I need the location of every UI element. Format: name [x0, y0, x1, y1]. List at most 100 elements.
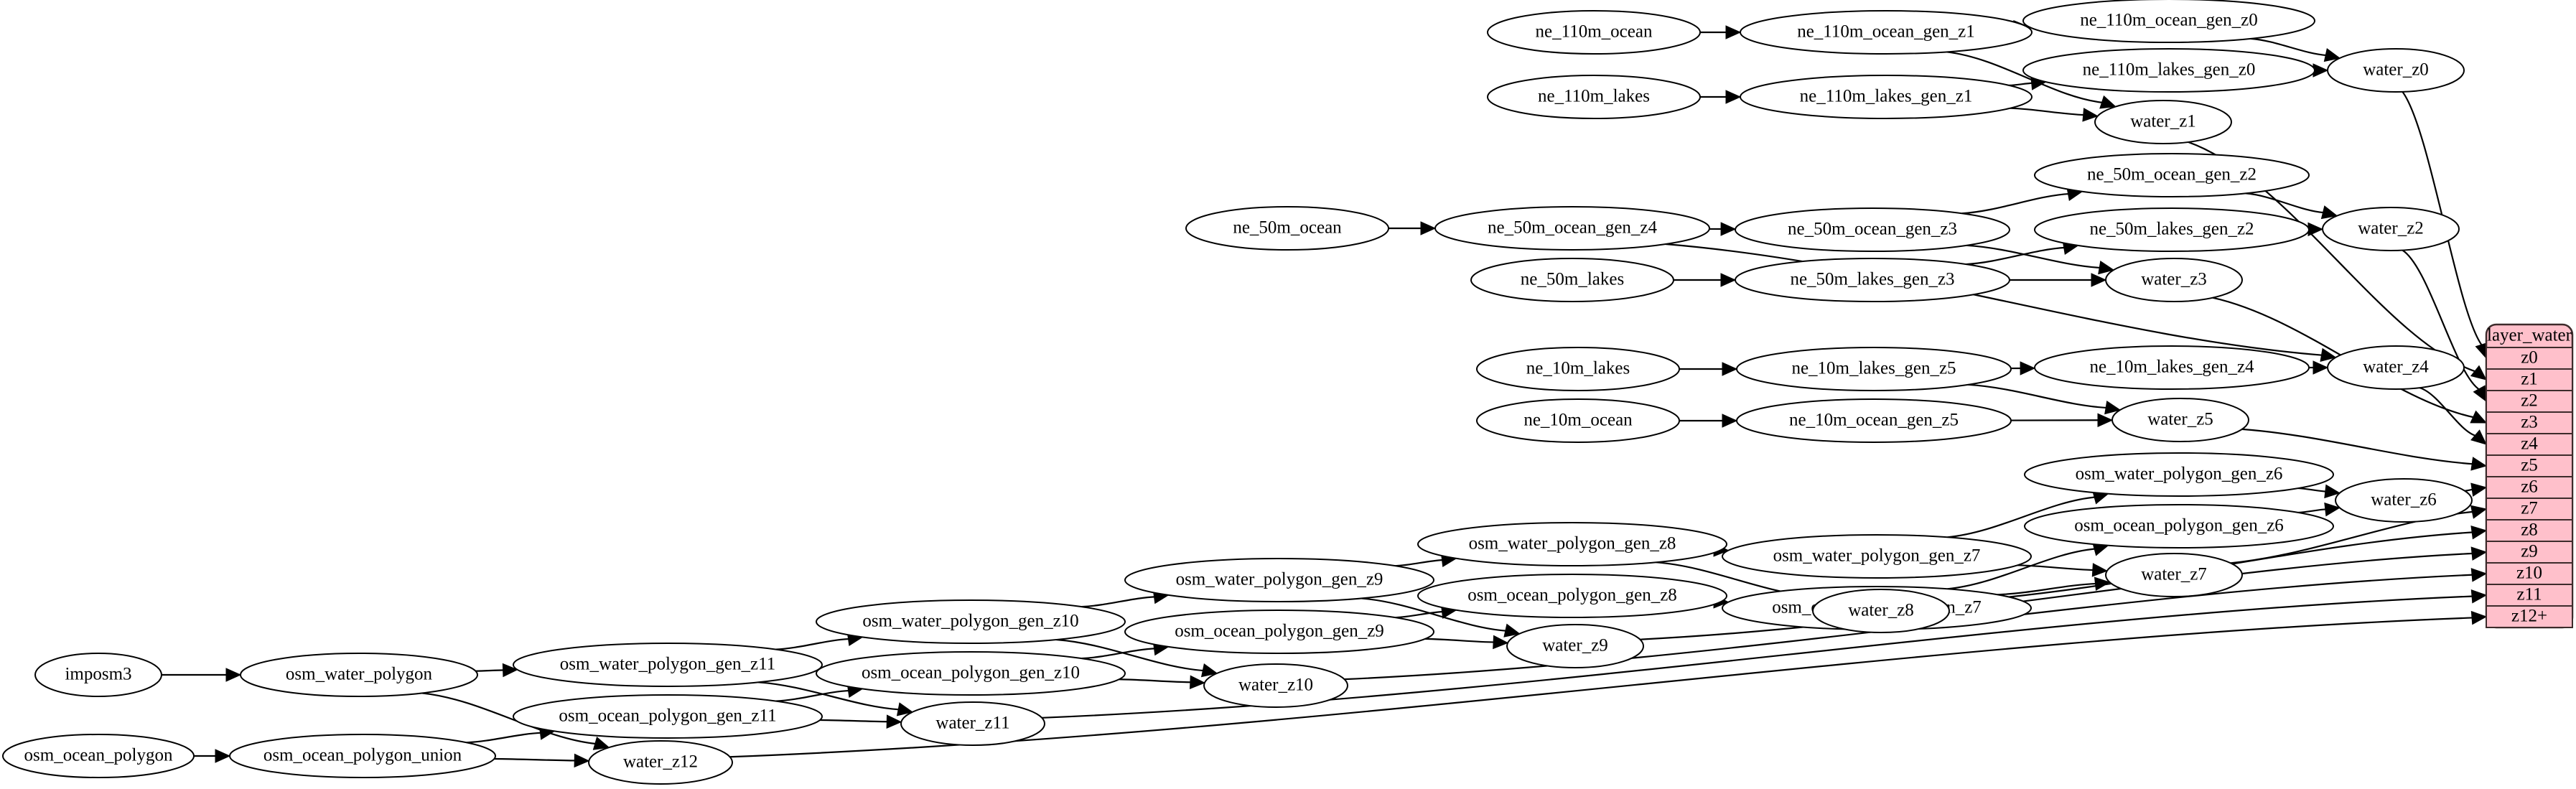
edge-osm_water_polygon_gen_z10-to-osm_water_polygon_gen_z9 — [1081, 596, 1156, 608]
layer-water-row-z12+[interactable] — [2486, 605, 2573, 628]
node-ne_50m_ocean_gen_z3[interactable]: ne_50m_ocean_gen_z3 — [1735, 207, 2010, 252]
node-water_z3[interactable]: water_z3 — [2105, 258, 2243, 302]
node-ne_50m_lakes_gen_z2[interactable]: ne_50m_lakes_gen_z2 — [2034, 207, 2310, 252]
edge-arrowhead — [896, 702, 914, 716]
node-osm_ocean_polygon_gen_z10[interactable]: osm_ocean_polygon_gen_z10 — [816, 651, 1126, 696]
layer-water-row-z1[interactable] — [2486, 368, 2573, 391]
node-shape-osm_ocean_polygon_gen_z6 — [2024, 504, 2334, 548]
node-ne_110m_ocean_gen_z0[interactable]: ne_110m_ocean_gen_z0 — [2022, 0, 2315, 43]
edge-arrowhead — [1725, 90, 1742, 104]
layer-water-row-z9[interactable] — [2486, 541, 2573, 564]
node-water_z0[interactable]: water_z0 — [2327, 48, 2465, 93]
layer-water-row-label-z1: z1 — [2521, 370, 2538, 389]
edge-arrowhead — [1200, 663, 1218, 678]
edge-arrowhead — [2307, 222, 2324, 237]
layer-water-table: layer_waterz0z1z2z3z4z5z6z7z8z9z10z11z12… — [2485, 323, 2574, 629]
node-water_z9[interactable]: water_z9 — [1506, 624, 1644, 668]
edge-ne_50m_ocean_gen_z3-to-ne_50m_ocean_gen_z2 — [1961, 192, 2070, 215]
node-label-ne_50m_ocean_gen_z2: ne_50m_ocean_gen_z2 — [2087, 165, 2257, 185]
node-ne_110m_lakes_gen_z0[interactable]: ne_110m_lakes_gen_z0 — [2022, 48, 2315, 93]
node-osm_ocean_polygon_union[interactable]: osm_ocean_polygon_union — [229, 734, 496, 778]
node-label-ne_50m_ocean: ne_50m_ocean — [1233, 218, 1342, 238]
node-water_z7[interactable]: water_z7 — [2105, 553, 2243, 597]
node-osm_ocean_polygon_gen_z8[interactable]: osm_ocean_polygon_gen_z8 — [1417, 574, 1727, 618]
node-ne_10m_ocean[interactable]: ne_10m_ocean — [1476, 398, 1680, 443]
node-osm_ocean_polygon_gen_z6[interactable]: osm_ocean_polygon_gen_z6 — [2024, 504, 2334, 548]
layer-water-row-z5[interactable] — [2486, 454, 2573, 477]
node-shape-ne_110m_ocean_gen_z0 — [2022, 0, 2315, 43]
node-osm_ocean_polygon[interactable]: osm_ocean_polygon — [2, 734, 195, 778]
node-ne_10m_lakes_gen_z5[interactable]: ne_10m_lakes_gen_z5 — [1736, 347, 2012, 391]
layer-water-row-z8[interactable] — [2486, 519, 2573, 542]
node-water_z2[interactable]: water_z2 — [2322, 207, 2460, 251]
edge-osm_ocean_polygon_gen_z7-to-osm_ocean_polygon_gen_z6 — [1947, 548, 2096, 590]
edge-osm_ocean_polygon_union-to-water_z12 — [494, 757, 577, 762]
node-ne_110m_lakes_gen_z1[interactable]: ne_110m_lakes_gen_z1 — [1740, 75, 2033, 119]
edge-water_z4-to-z4 — [2419, 387, 2477, 437]
node-water_z1[interactable]: water_z1 — [2094, 100, 2232, 144]
node-shape-ne_110m_lakes_gen_z1 — [1740, 75, 2033, 119]
node-osm_ocean_polygon_gen_z9[interactable]: osm_ocean_polygon_gen_z9 — [1124, 610, 1434, 654]
layer-water-row-label-z10: z10 — [2516, 564, 2542, 583]
node-osm_ocean_polygon_gen_z11[interactable]: osm_ocean_polygon_gen_z11 — [513, 694, 823, 739]
node-osm_water_polygon_gen_z9[interactable]: osm_water_polygon_gen_z9 — [1124, 558, 1434, 602]
node-water_z4[interactable]: water_z4 — [2327, 345, 2465, 390]
edge-arrowhead — [215, 749, 231, 763]
node-water_z10[interactable]: water_z10 — [1203, 663, 1348, 708]
node-shape-water_z11 — [900, 701, 1045, 746]
node-shape-ne_50m_lakes_gen_z2 — [2034, 207, 2310, 252]
node-ne_50m_ocean[interactable]: ne_50m_ocean — [1185, 206, 1389, 251]
node-ne_10m_lakes[interactable]: ne_10m_lakes — [1476, 347, 1680, 391]
edge-arrowhead — [2470, 610, 2488, 625]
node-ne_110m_lakes[interactable]: ne_110m_lakes — [1487, 75, 1701, 119]
node-osm_water_polygon[interactable]: osm_water_polygon — [240, 653, 478, 697]
node-ne_10m_ocean_gen_z5[interactable]: ne_10m_ocean_gen_z5 — [1736, 398, 2012, 443]
edge-osm_water_polygon-to-water_z12 — [421, 692, 597, 745]
node-imposm3[interactable]: imposm3 — [34, 653, 162, 697]
edge-arrowhead — [2470, 482, 2488, 497]
node-ne_50m_ocean_gen_z2[interactable]: ne_50m_ocean_gen_z2 — [2034, 153, 2310, 197]
node-shape-osm_water_polygon — [240, 653, 478, 697]
node-osm_water_polygon_gen_z10[interactable]: osm_water_polygon_gen_z10 — [816, 599, 1126, 644]
edge-arrowhead — [2470, 546, 2488, 561]
node-ne_50m_lakes[interactable]: ne_50m_lakes — [1470, 258, 1674, 302]
node-osm_water_polygon_gen_z8[interactable]: osm_water_polygon_gen_z8 — [1417, 522, 1727, 566]
edge-arrowhead — [592, 737, 610, 750]
node-water_z8[interactable]: water_z8 — [1812, 589, 1950, 633]
node-label-osm_water_polygon: osm_water_polygon — [286, 665, 433, 684]
edge-arrowhead — [1503, 623, 1521, 638]
edge-arrowhead — [1722, 362, 1738, 376]
node-shape-osm_ocean_polygon_gen_z8 — [1417, 574, 1727, 618]
edge-arrowhead — [2324, 484, 2341, 499]
node-shape-osm_ocean_polygon — [2, 734, 195, 778]
edge-arrowhead — [225, 668, 242, 682]
edge-arrowhead — [2104, 401, 2122, 415]
layer-water-row-label-z11: z11 — [2516, 585, 2542, 604]
edge-ne_50m_ocean_gen_z2-to-water_z2 — [2245, 192, 2325, 214]
layer-water-row-z6[interactable] — [2486, 476, 2573, 499]
node-shape-osm_ocean_polygon_gen_z9 — [1124, 610, 1434, 654]
edge-osm_water_polygon_gen_z9-to-water_z9 — [1361, 597, 1507, 632]
edge-arrowhead — [2470, 568, 2488, 582]
node-ne_50m_lakes_gen_z3[interactable]: ne_50m_lakes_gen_z3 — [1735, 258, 2010, 302]
edge-osm_ocean_polygon_gen_z11-to-osm_ocean_polygon_gen_z10 — [775, 689, 850, 702]
layer-water-row-label-z7: z7 — [2521, 499, 2538, 518]
node-shape-osm_ocean_polygon_gen_z10 — [816, 651, 1126, 696]
node-osm_water_polygon_gen_z11[interactable]: osm_water_polygon_gen_z11 — [513, 643, 823, 687]
node-water_z12[interactable]: water_z12 — [588, 740, 733, 785]
node-label-water_z8: water_z8 — [1848, 601, 1914, 620]
node-ne_110m_ocean_gen_z1[interactable]: ne_110m_ocean_gen_z1 — [1740, 10, 2033, 55]
edge-osm_water_polygon_gen_z10-to-water_z10 — [1056, 638, 1205, 672]
node-ne_10m_lakes_gen_z4[interactable]: ne_10m_lakes_gen_z4 — [2034, 345, 2310, 390]
node-water_z11[interactable]: water_z11 — [900, 701, 1045, 746]
node-water_z5[interactable]: water_z5 — [2111, 398, 2249, 442]
node-water_z6[interactable]: water_z6 — [2335, 478, 2473, 523]
node-ne_110m_ocean[interactable]: ne_110m_ocean — [1487, 10, 1701, 55]
node-osm_water_polygon_gen_z7[interactable]: osm_water_polygon_gen_z7 — [1722, 534, 2032, 579]
edge-osm_water_polygon_gen_z11-to-water_z11 — [757, 681, 900, 711]
layer-water-row-z7[interactable] — [2486, 498, 2573, 520]
node-shape-imposm3 — [34, 653, 162, 697]
node-osm_water_polygon_gen_z6[interactable]: osm_water_polygon_gen_z6 — [2024, 452, 2334, 497]
node-ne_50m_ocean_gen_z4[interactable]: ne_50m_ocean_gen_z4 — [1434, 206, 1710, 251]
